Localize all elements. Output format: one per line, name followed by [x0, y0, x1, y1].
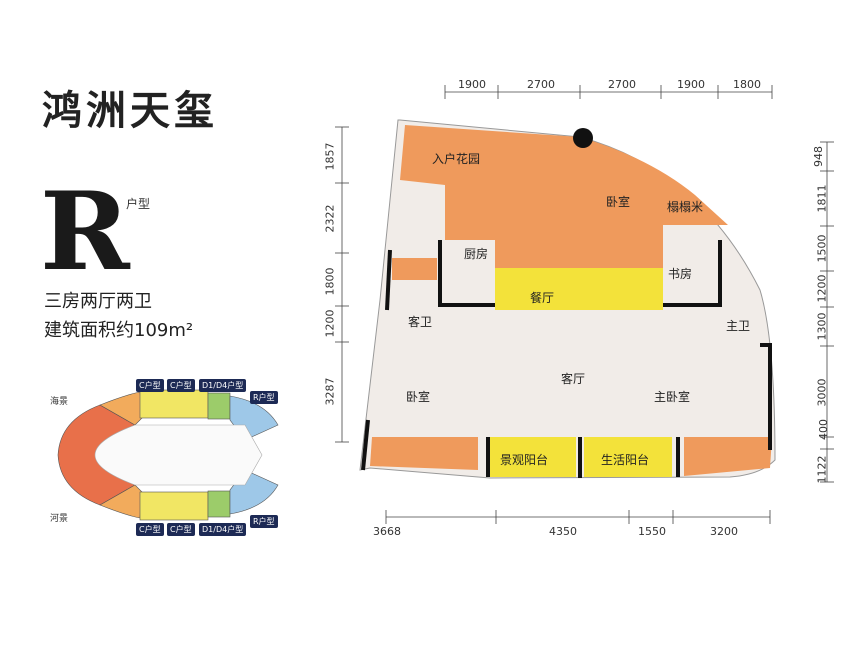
dimension-label: 1800 [733, 78, 761, 91]
keymap-tag: D1/D4户型 [199, 379, 247, 392]
dimension-label: 1900 [458, 78, 486, 91]
dimension-label: 1550 [638, 525, 666, 538]
room-kitchen: 厨房 [464, 247, 489, 261]
dimension-label: 3668 [373, 525, 401, 538]
dimension-label: 1200 [323, 309, 337, 338]
dimension-label: 1900 [677, 78, 705, 91]
dimension-label: 1811 [815, 184, 829, 213]
room-dining: 餐厅 [530, 291, 555, 305]
sea-view-label: 海景 [50, 397, 69, 407]
dimension-label: 2322 [323, 204, 337, 233]
dimension-label: 1800 [323, 267, 337, 296]
project-title: 鸿洲天玺 [42, 87, 218, 134]
dimension-label: 1500 [815, 234, 829, 263]
dimension-label: 3000 [815, 378, 829, 407]
room-guest-bath: 客卫 [408, 315, 433, 329]
dimension-label: 1857 [323, 142, 337, 171]
room-study: 书房 [668, 267, 693, 281]
keymap-tag: D1/D4户型 [199, 523, 247, 536]
keymap-tag: C户型 [136, 523, 164, 536]
keymap-tag: R户型 [250, 515, 278, 528]
keymap-tag: R户型 [250, 391, 278, 404]
keymap-tag: C户型 [167, 379, 195, 392]
river-view-label: 河景 [50, 514, 69, 524]
dimension-label: 3287 [323, 377, 337, 406]
unit-letter: R [40, 169, 130, 295]
room-tatami: 榻榻米 [667, 200, 704, 214]
dimension-label: 2700 [527, 78, 555, 91]
unit-area: 建筑面积约109m² [44, 320, 194, 341]
room-master-bedroom: 主卧室 [654, 390, 691, 404]
room-living: 客厅 [561, 372, 586, 386]
dimension-label: 2700 [608, 78, 636, 91]
room-entry-garden: 入户花园 [432, 152, 481, 166]
room-master-bath: 主卫 [726, 319, 751, 333]
dimension-label: 1122 [815, 455, 829, 484]
room-bedroom-south: 卧室 [406, 390, 431, 404]
dimension-label: 1200 [815, 274, 829, 303]
dimension-label: 3200 [710, 525, 738, 538]
unit-layout: 三房两厅两卫 [44, 291, 152, 312]
room-view-balcony: 景观阳台 [500, 453, 549, 467]
dimension-label: 4350 [549, 525, 577, 538]
keymap-tag: C户型 [167, 523, 195, 536]
room-bedroom-north: 卧室 [606, 195, 631, 209]
unit-type-suffix: 户型 [126, 197, 151, 211]
dimension-label: 1300 [815, 312, 829, 341]
dimension-label: 400 [817, 419, 830, 440]
dimension-label: 948 [812, 146, 825, 167]
keymap-tag: C户型 [136, 379, 164, 392]
room-utility-balcony: 生活阳台 [601, 453, 650, 467]
